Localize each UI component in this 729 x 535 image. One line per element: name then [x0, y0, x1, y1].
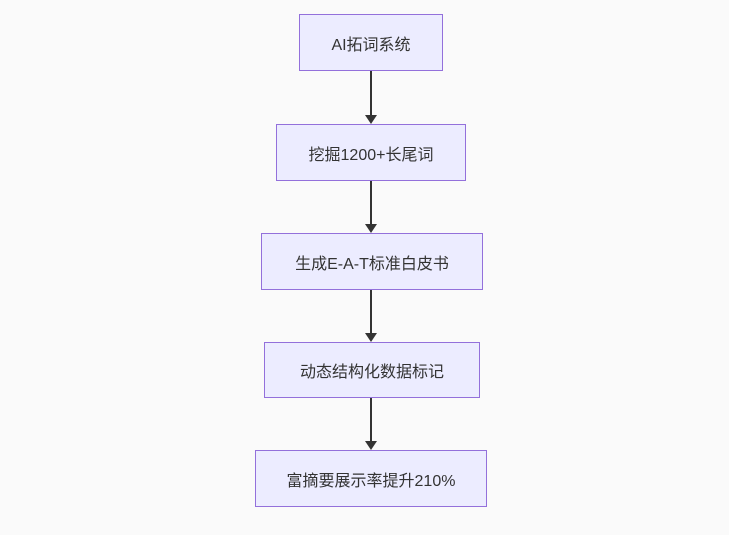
node-label: AI拓词系统	[331, 36, 411, 54]
node-label: 挖掘1200+长尾词	[308, 146, 434, 164]
arrow-line	[370, 181, 372, 224]
arrow-line	[370, 290, 372, 333]
flow-arrow-2	[365, 181, 377, 233]
arrowhead-down-icon	[365, 224, 377, 233]
node-label: 生成E-A-T标准白皮书	[295, 255, 449, 273]
flow-arrow-3	[365, 290, 377, 342]
flow-node-longtail-mining: 挖掘1200+长尾词	[276, 124, 466, 181]
arrow-line	[370, 398, 372, 441]
flow-node-ai-keyword-system: AI拓词系统	[299, 14, 443, 71]
flow-arrow-4	[365, 398, 377, 450]
arrowhead-down-icon	[365, 333, 377, 342]
arrowhead-down-icon	[365, 115, 377, 124]
flow-node-rich-snippet-result: 富摘要展示率提升210%	[255, 450, 487, 507]
flow-node-eat-whitepaper: 生成E-A-T标准白皮书	[261, 233, 483, 290]
arrow-line	[370, 71, 372, 115]
node-label: 富摘要展示率提升210%	[286, 472, 456, 490]
node-label: 动态结构化数据标记	[299, 364, 444, 381]
arrowhead-down-icon	[365, 441, 377, 450]
flow-node-structured-data-markup: 动态结构化数据标记	[264, 342, 480, 398]
flow-arrow-1	[365, 71, 377, 124]
